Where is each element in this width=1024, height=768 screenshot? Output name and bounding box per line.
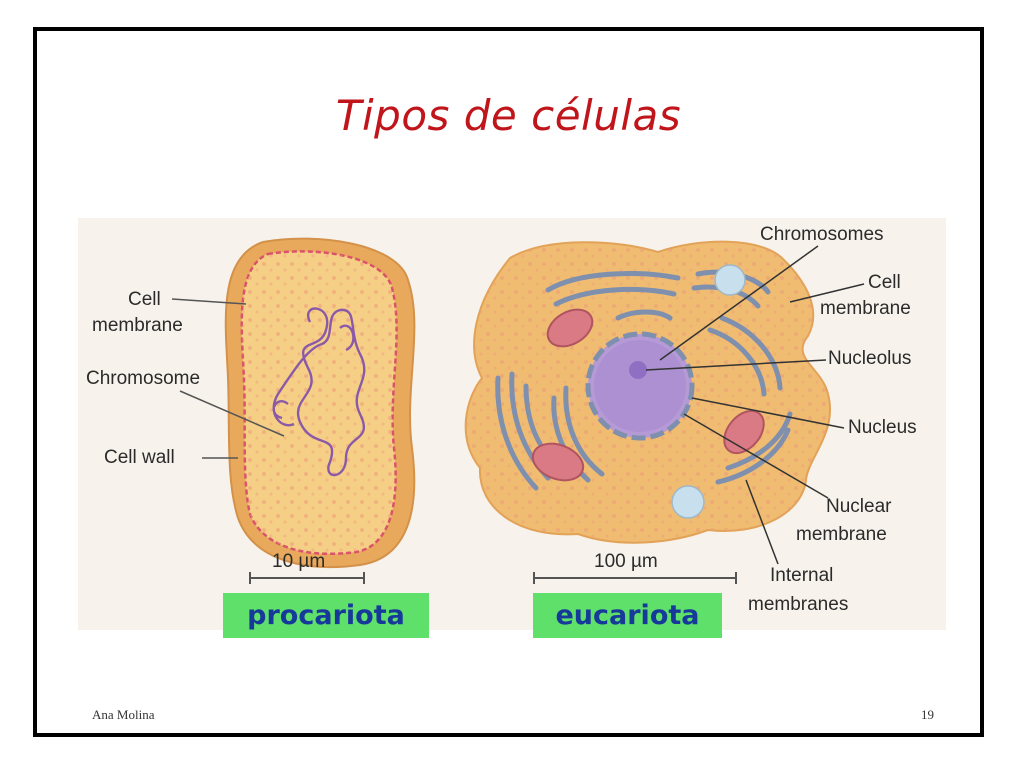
vacuole	[671, 485, 705, 519]
scale-label-eukaryote: 100 µm	[594, 551, 658, 572]
eukaryote-labels: Chromosomes Cell membrane Nucleolus Nucl…	[533, 224, 917, 615]
author-footer: Ana Molina	[92, 707, 155, 722]
tag-eucariota: eucariota	[533, 593, 722, 638]
scale-label-prokaryote: 10 µm	[272, 551, 325, 572]
label-chromosome: Chromosome	[86, 368, 200, 389]
label-nucleolus: Nucleolus	[828, 348, 911, 369]
tag-procariota: procariota	[223, 593, 429, 638]
label-cell-membrane-line2: membrane	[820, 298, 911, 319]
label-nuclear-membrane-line2: membrane	[796, 524, 887, 545]
label-cell-membrane-line1: Cell	[128, 289, 161, 310]
leader-cell-membrane	[789, 283, 865, 303]
page-number: 19	[921, 707, 934, 722]
leader-nucleus	[691, 397, 845, 429]
mitochondrion	[546, 308, 594, 348]
prokaryote-cell	[224, 237, 416, 568]
nucleolus-shape	[629, 361, 647, 379]
chromatin	[594, 340, 686, 432]
leader-chromosome	[179, 390, 285, 437]
leader-chromosomes	[659, 245, 819, 361]
cell-diagram: Cell membrane Chromosome Cell wall 10 µm	[78, 218, 946, 630]
circular-chromosome	[272, 307, 366, 477]
label-cell-membrane-line2: membrane	[92, 315, 183, 336]
label-cell-wall: Cell wall	[104, 447, 175, 468]
leader-nuclear-membrane	[683, 413, 829, 499]
label-nucleus: Nucleus	[848, 417, 917, 438]
label-internal-membranes-line2: membranes	[748, 594, 848, 615]
slide-title: Tipos de células	[335, 91, 682, 140]
cytoplasm-texture	[241, 251, 397, 554]
mitochondrion	[531, 442, 585, 482]
prokaryote-labels: Cell membrane Chromosome Cell wall 10 µm	[86, 289, 365, 584]
label-internal-membranes-line1: Internal	[770, 565, 833, 586]
leader-internal-membranes	[745, 479, 779, 565]
leader-nucleolus	[645, 359, 827, 371]
eukaryote-cell	[464, 240, 831, 544]
leader-cell-membrane	[171, 298, 247, 305]
label-chromosomes: Chromosomes	[760, 224, 884, 245]
label-nuclear-membrane-line1: Nuclear	[826, 496, 892, 517]
vacuole	[714, 264, 746, 296]
label-cell-membrane-line1: Cell	[868, 272, 901, 293]
cell-types-figure: Cell membrane Chromosome Cell wall 10 µm	[78, 218, 946, 630]
